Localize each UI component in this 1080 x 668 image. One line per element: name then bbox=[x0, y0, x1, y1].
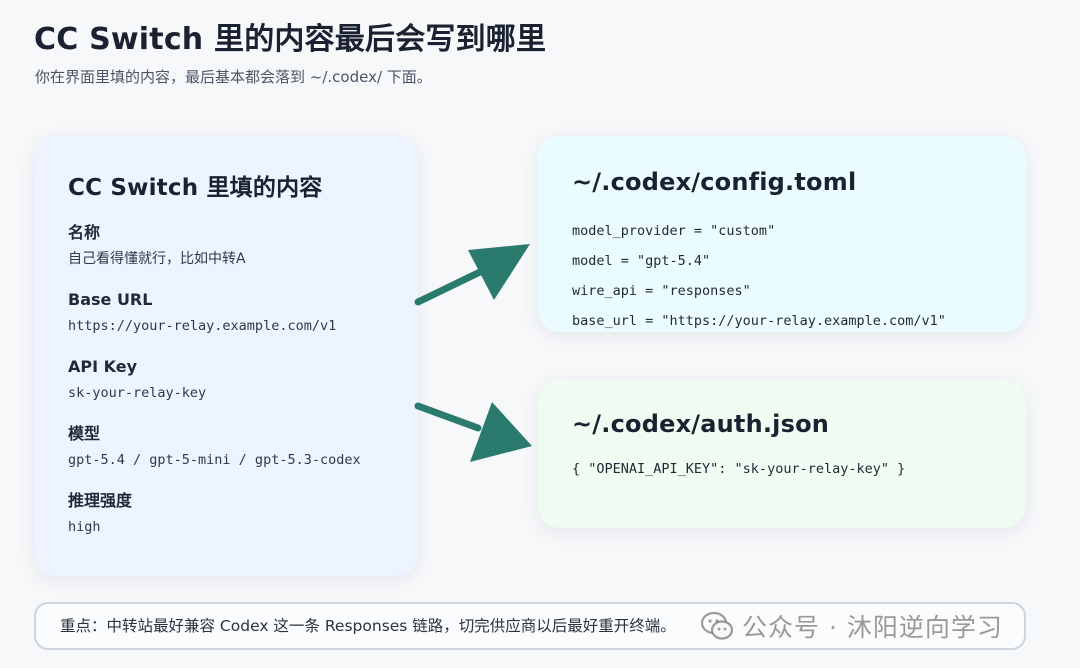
code-line: { "OPENAI_API_KEY": "sk-your-relay-key" … bbox=[572, 461, 906, 477]
cc-switch-fields-card: CC Switch 里填的内容 名称 自己看得懂就行，比如中转A Base UR… bbox=[34, 136, 418, 576]
field-model: 模型 gpt-5.4 / gpt-5-mini / gpt-5.3-codex bbox=[68, 423, 418, 471]
field-label: 模型 bbox=[68, 424, 101, 443]
field-label: 名称 bbox=[68, 223, 101, 242]
config-toml-title: ~/.codex/config.toml bbox=[572, 168, 857, 196]
field-name: 名称 自己看得懂就行，比如中转A bbox=[68, 222, 418, 270]
arrow-to-config bbox=[414, 244, 530, 306]
auth-json-title: ~/.codex/auth.json bbox=[572, 410, 830, 438]
config-toml-card: ~/.codex/config.toml model_provider = "c… bbox=[538, 136, 1026, 332]
auth-json-code: { "OPENAI_API_KEY": "sk-your-relay-key" … bbox=[572, 454, 1026, 484]
field-value: high bbox=[68, 519, 101, 535]
field-label: 推理强度 bbox=[68, 491, 133, 510]
arrow-to-auth bbox=[414, 402, 532, 462]
code-line: wire_api = "responses" bbox=[572, 283, 751, 299]
page-subtitle: 你在界面里填的内容，最后基本都会落到 ~/.codex/ 下面。 bbox=[35, 68, 432, 86]
field-value: 自己看得懂就行，比如中转A bbox=[68, 251, 246, 267]
field-base-url: Base URL https://your-relay.example.com/… bbox=[68, 289, 418, 337]
config-toml-code: model_provider = "custom" model = "gpt-5… bbox=[572, 216, 1026, 336]
field-reasoning-effort: 推理强度 high bbox=[68, 490, 418, 538]
code-line: base_url = "https://your-relay.example.c… bbox=[572, 313, 946, 329]
field-label: Base URL bbox=[68, 290, 153, 309]
field-label: API Key bbox=[68, 357, 138, 376]
code-line: model = "gpt-5.4" bbox=[572, 253, 711, 269]
cc-switch-card-title: CC Switch 里填的内容 bbox=[68, 175, 323, 201]
wechat-icon bbox=[700, 609, 734, 643]
watermark-text: 公众号 · 沐阳逆向学习 bbox=[742, 613, 1003, 642]
code-line: model_provider = "custom" bbox=[572, 223, 776, 239]
field-api-key: API Key sk-your-relay-key bbox=[68, 356, 418, 404]
key-point-note: 重点：中转站最好兼容 Codex 这一条 Responses 链路，切完供应商以… bbox=[34, 602, 1026, 650]
field-value: https://your-relay.example.com/v1 bbox=[68, 318, 337, 334]
field-value: gpt-5.4 / gpt-5-mini / gpt-5.3-codex bbox=[68, 452, 361, 468]
auth-json-card: ~/.codex/auth.json { "OPENAI_API_KEY": "… bbox=[538, 380, 1026, 528]
watermark: 公众号 · 沐阳逆向学习 bbox=[700, 606, 1003, 646]
page-title: CC Switch 里的内容最后会写到哪里 bbox=[34, 22, 547, 57]
field-value: sk-your-relay-key bbox=[68, 385, 207, 401]
